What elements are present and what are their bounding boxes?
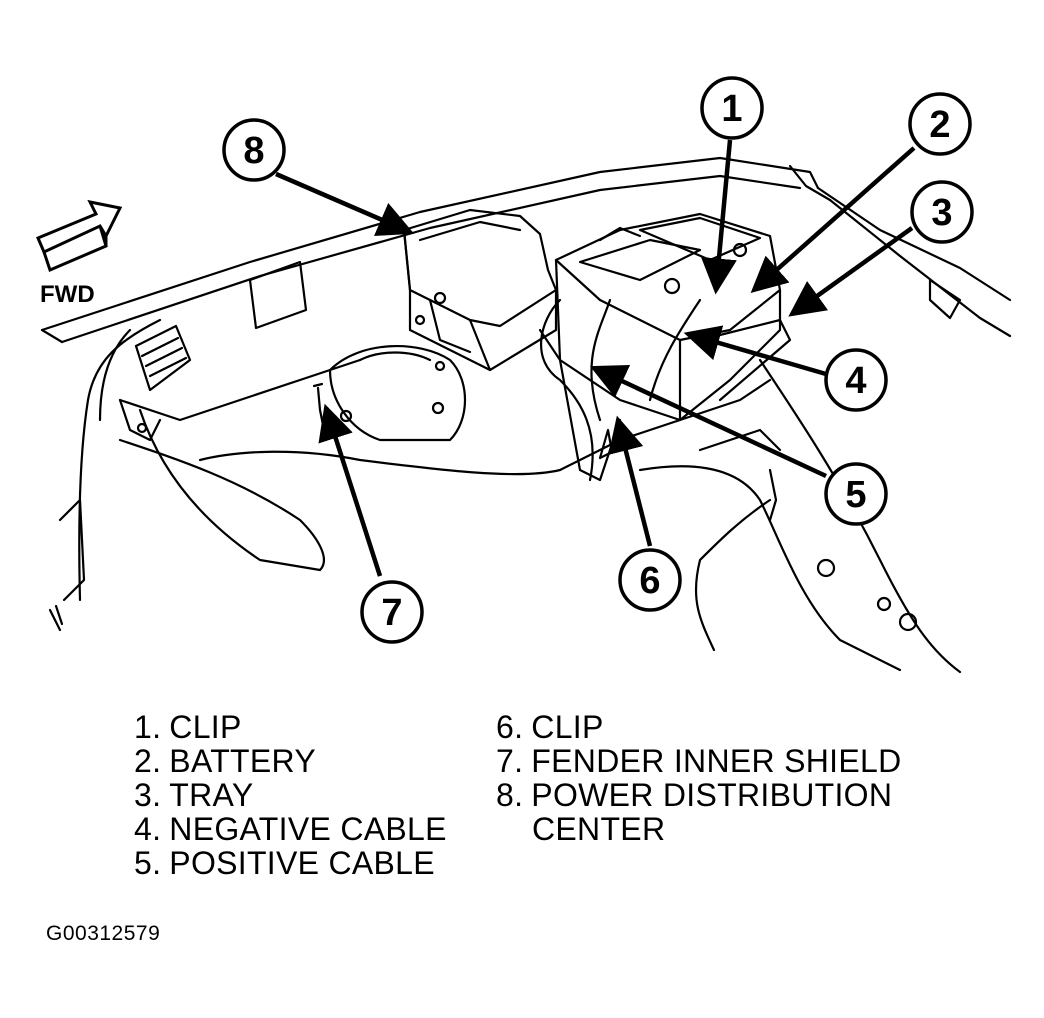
legend-item: 7. FENDER INNER SHIELD <box>496 744 902 778</box>
callout-4: 4 <box>824 348 888 412</box>
legend-item: 5. POSITIVE CABLE <box>134 846 447 880</box>
leader-line-6 <box>608 415 653 547</box>
leader-lines <box>275 139 916 577</box>
legend-item-text: TRAY <box>169 777 254 813</box>
callout-3-number: 3 <box>931 192 952 234</box>
legend-item-continuation: CENTER <box>532 811 666 847</box>
legend-item-text: NEGATIVE CABLE <box>169 811 447 847</box>
legend-item-number: 4. <box>134 811 162 847</box>
legend-column-right: 6. CLIP 7. FENDER INNER SHIELD 8. POWER … <box>496 710 902 846</box>
callout-2: 2 <box>908 92 972 156</box>
legend-item-text: FENDER INNER SHIELD <box>531 743 902 779</box>
forward-direction-arrow-icon <box>36 199 123 273</box>
legend-item-text: POWER DISTRIBUTION <box>531 777 893 813</box>
vehicle-body-linework <box>40 156 1012 674</box>
legend-item: 2. BATTERY <box>134 744 447 778</box>
callout-3: 3 <box>910 180 974 244</box>
leader-line-7 <box>318 403 383 577</box>
leader-line-3 <box>788 226 914 317</box>
legend-item: 4. NEGATIVE CABLE <box>134 812 447 846</box>
legend-item-text: CLIP <box>531 709 604 745</box>
legend-item-number: 6. <box>496 709 524 745</box>
callout-1: 1 <box>700 76 764 140</box>
callout-4-number: 4 <box>845 360 866 402</box>
leader-line-1 <box>701 139 737 295</box>
callout-6: 6 <box>618 548 682 612</box>
legend-item-number: 3. <box>134 777 162 813</box>
callout-5: 5 <box>824 462 888 526</box>
component-location-illustration: FWD <box>36 76 1012 674</box>
leader-line-2 <box>750 146 916 293</box>
leader-line-4 <box>683 325 827 377</box>
legend-item-number: 7. <box>496 743 524 779</box>
callout-1-number: 1 <box>721 88 742 130</box>
callout-5-number: 5 <box>845 474 866 516</box>
legend-item-number: 2. <box>134 743 162 779</box>
legend-item-number: 8. <box>496 777 524 813</box>
legend-item: 1. CLIP <box>134 710 447 744</box>
callout-2-number: 2 <box>929 104 950 146</box>
legend-item: 6. CLIP <box>496 710 902 744</box>
legend-item-text: CLIP <box>169 709 242 745</box>
legend-column-left: 1. CLIP 2. BATTERY 3. TRAY 4. NEGATIVE C… <box>134 710 447 880</box>
callout-8: 8 <box>222 118 286 182</box>
callout-7-number: 7 <box>381 592 402 634</box>
legend-item-text: BATTERY <box>169 743 317 779</box>
callout-6-number: 6 <box>639 560 660 602</box>
callout-7: 7 <box>360 580 424 644</box>
callout-8-number: 8 <box>243 130 264 172</box>
legend-item-text: POSITIVE CABLE <box>169 845 435 881</box>
legend-item: 8. POWER DISTRIBUTION <box>496 778 902 812</box>
leader-line-5 <box>589 364 827 479</box>
legend-item: 3. TRAY <box>134 778 447 812</box>
legend-item-number: 5. <box>134 845 162 881</box>
figure-id: G00312579 <box>46 922 161 945</box>
legend-item-number: 1. <box>134 709 162 745</box>
fwd-label: FWD <box>40 281 95 308</box>
leader-line-8 <box>275 171 415 237</box>
